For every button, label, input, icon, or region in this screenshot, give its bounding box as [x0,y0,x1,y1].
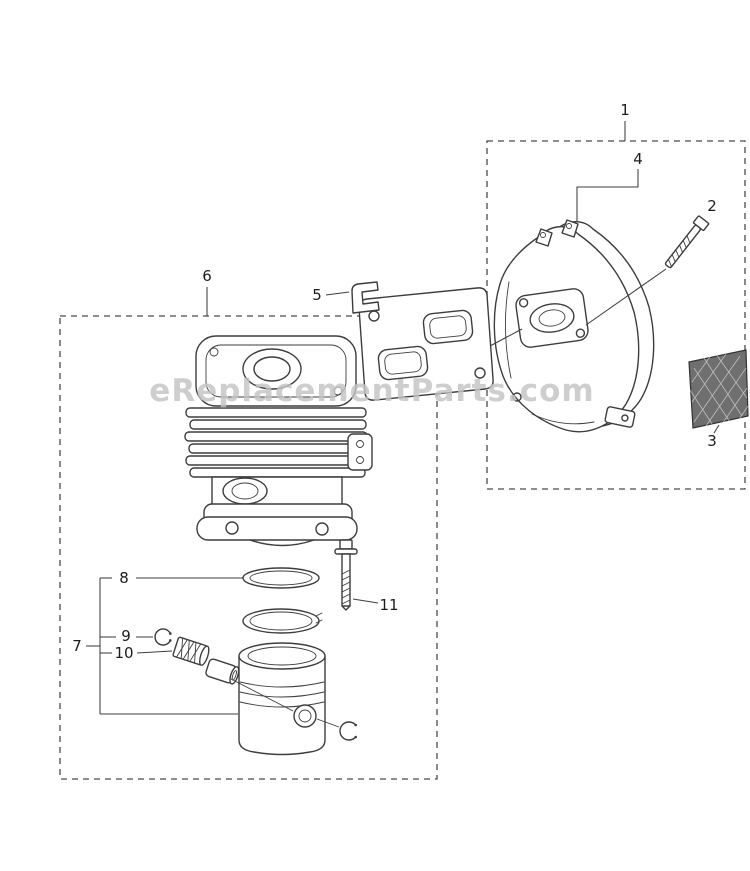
callout-2: 2 [707,197,717,215]
callout-9: 9 [121,627,131,645]
muffler-drawing [493,219,655,433]
clamp-drawing [351,281,380,314]
piston-drawing [238,642,326,756]
cylinder-group-box [59,315,438,780]
callout-7: 7 [72,637,82,655]
needle-bearing-drawing [172,636,210,666]
callout-3: 3 [707,432,717,450]
callouts: 1 2 3 4 5 6 7 8 9 10 11 [72,101,717,662]
muffler-bracket [604,406,636,428]
callout-4: 4 [633,150,643,168]
piston-rings-drawing [242,567,323,634]
spark-arrestor-screen-drawing [688,349,749,429]
callout-5: 5 [312,286,322,304]
callout-11: 11 [379,596,398,614]
callout-10: 10 [114,644,133,662]
circlip-drawing [154,628,172,646]
callout-8: 8 [119,569,129,587]
callout-1: 1 [620,101,630,119]
callout-leader-lines [86,121,720,728]
pin-clip-drawing [339,721,358,741]
muffler-bolt-drawing [664,215,710,269]
watermark: eReplacementParts.com [149,373,594,409]
callout-6: 6 [202,267,212,285]
cylinder-bolt-drawing [334,539,358,611]
muffler-port-flange [515,288,589,348]
cylinder-drawing [184,335,373,547]
